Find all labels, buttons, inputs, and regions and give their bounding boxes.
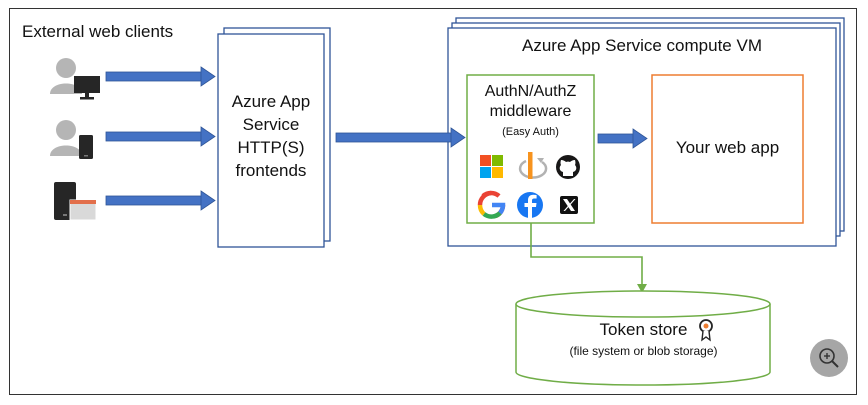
token-store-label: Token store — [599, 320, 688, 339]
x-icon — [560, 196, 578, 214]
diagram-frame — [9, 8, 857, 395]
github-icon — [556, 155, 580, 179]
token-connector — [530, 223, 643, 285]
ribbon-icon — [699, 319, 713, 342]
arrow-frontend-to-auth — [335, 127, 466, 148]
google-icon — [476, 190, 506, 220]
compute-vm-label: Azure App Service compute VM — [521, 36, 762, 55]
microsoft-icon — [480, 155, 503, 178]
web-app-box — [651, 74, 804, 224]
arrow-client-2 — [105, 126, 216, 147]
arrow-auth-to-webapp — [597, 128, 648, 149]
device-browser-icon — [54, 182, 97, 221]
auth-title-line: AuthN/AuthZ — [484, 83, 577, 100]
frontend-line: frontends — [235, 161, 307, 180]
token-store-sublabel: (file system or blob storage) — [569, 344, 718, 358]
facebook-icon — [517, 192, 543, 218]
frontend-line: HTTP(S) — [237, 138, 305, 157]
frontend-line: Azure App — [231, 92, 311, 111]
auth-middleware-subtitle: (Easy Auth) — [502, 126, 559, 138]
auth-middleware-title: AuthN/AuthZ middleware — [467, 82, 594, 122]
external-clients-label: External web clients — [22, 22, 174, 41]
web-app-label: Your web app — [675, 138, 780, 157]
frontend-label: Azure App Service HTTP(S) frontends — [218, 90, 324, 182]
arrow-client-1 — [105, 66, 216, 87]
frontend-line: Service — [242, 115, 300, 134]
token-connector-arrowhead — [637, 284, 647, 293]
user-desktop-icon — [50, 58, 100, 100]
openid-icon — [518, 152, 548, 179]
user-mobile-icon — [50, 120, 93, 159]
arrow-client-3 — [105, 190, 216, 211]
frontend-box — [217, 33, 325, 248]
auth-title-line: middleware — [489, 103, 572, 120]
zoom-in-icon — [819, 348, 839, 368]
zoom-in-button[interactable] — [810, 339, 848, 377]
